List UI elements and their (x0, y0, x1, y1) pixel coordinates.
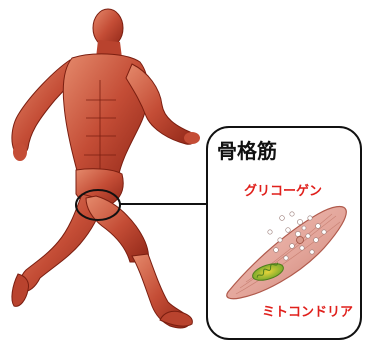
fiber-nucleus (297, 237, 304, 244)
glycogen-label: グリコーゲン (244, 183, 322, 199)
front-thigh (86, 196, 149, 262)
back-hand (13, 143, 27, 161)
callout-title: 骨格筋 (217, 139, 277, 163)
front-hand (184, 132, 200, 144)
mitochondria-label: ミトコンドリア (262, 305, 353, 320)
back-foot (12, 274, 29, 306)
skeletal-muscle-callout: 骨格筋 グリコーゲン (207, 127, 361, 339)
running-muscle-figure (12, 9, 200, 328)
